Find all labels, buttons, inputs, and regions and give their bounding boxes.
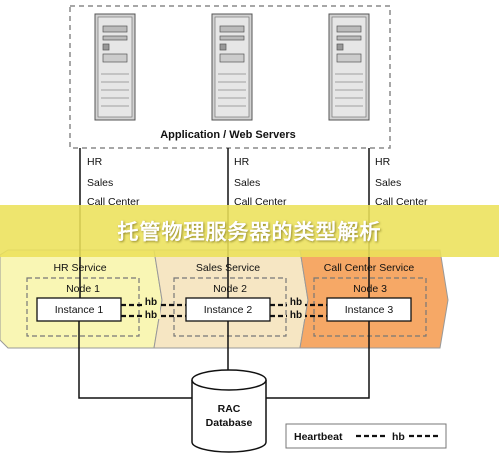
heartbeat-label: hb [290,297,302,308]
database-connector [78,321,192,399]
database-label: RAC [218,403,241,415]
instance-label: Instance 2 [204,304,253,316]
node-box [313,277,427,337]
legend: Heartbeat hb [285,423,447,449]
banner-title: 托管物理服务器的类型解析 [117,220,382,244]
node-box [26,277,140,337]
heartbeat-label: hb [145,297,157,308]
instance-label: Instance 1 [55,304,104,316]
node-label: Node 2 [213,283,247,295]
node-label: Node 3 [353,283,387,295]
server-icon [94,13,136,121]
server-icon [328,13,370,121]
app-server-tier-label: Application / Web Servers [160,129,296,141]
service-tag: Sales [234,177,260,189]
service-tag: HR [375,156,391,168]
database-icon [191,369,267,453]
legend-label: Heartbeat [294,431,343,443]
node-box [173,277,287,337]
service-tag: Sales [87,177,113,189]
app-server-tier-box [69,5,391,149]
database-connector [266,321,370,399]
node-label: Node 1 [66,283,100,295]
server-icon [211,13,253,121]
legend-hb-label: hb [392,431,405,443]
heartbeat-label: hb [290,310,302,321]
title-banner: 托管物理服务器的类型解析 [0,205,499,257]
instance-label: Instance 3 [345,304,394,316]
service-tag: Sales [375,177,401,189]
service-tag: HR [87,156,103,168]
service-tag: HR [234,156,250,168]
database-label: Database [206,417,253,429]
heartbeat-label: hb [145,310,157,321]
